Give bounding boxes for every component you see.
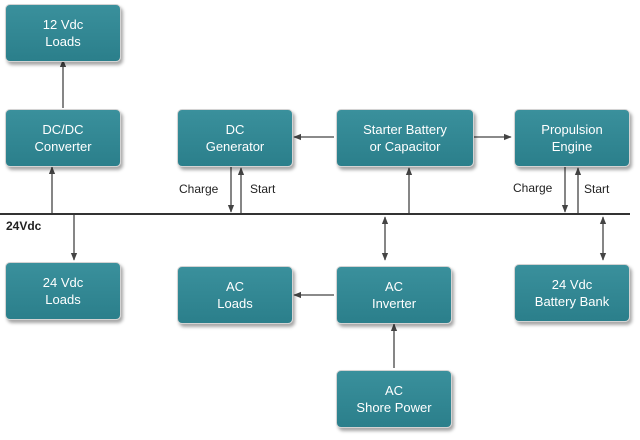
box-line-1: 24 Vdc [42, 275, 84, 290]
box-dcdc-converter: DC/DC Converter [5, 109, 121, 167]
box-line-2: Engine [551, 139, 593, 154]
box-line-2: Battery Bank [534, 294, 610, 309]
box-line-2: Generator [205, 139, 265, 154]
box-line-1: DC/DC [42, 122, 84, 137]
box-starter-battery: Starter Battery or Capacitor [336, 109, 474, 167]
box-line-2: Inverter [371, 296, 417, 311]
label-engine-start: Start [584, 182, 610, 196]
box-line-2: Loads [45, 292, 81, 307]
box-line-1: 12 Vdc [42, 17, 84, 32]
box-ac-loads: AC Loads [177, 266, 293, 324]
box-line-1: Starter Battery [363, 122, 447, 137]
box-line-2: Loads [217, 296, 253, 311]
box-dc-generator: DC Generator [177, 109, 293, 167]
box-line-2: or Capacitor [369, 139, 441, 154]
box-line-1: AC [384, 383, 404, 398]
box-shore-power: AC Shore Power [336, 370, 452, 428]
box-line-2: Shore Power [356, 400, 432, 415]
label-generator-charge: Charge [179, 182, 219, 196]
box-line-1: DC [225, 122, 245, 137]
box-ac-inverter: AC Inverter [336, 266, 452, 324]
label-generator-start: Start [250, 182, 276, 196]
label-engine-charge: Charge [513, 181, 553, 195]
box-line-1: Propulsion [541, 122, 603, 137]
box-line-1: AC [225, 279, 245, 294]
bus-label: 24Vdc [6, 219, 42, 233]
box-line-1: 24 Vdc [551, 277, 593, 292]
box-line-1: AC [384, 279, 404, 294]
box-line-2: Loads [45, 34, 81, 49]
box-line-2: Converter [34, 139, 92, 154]
